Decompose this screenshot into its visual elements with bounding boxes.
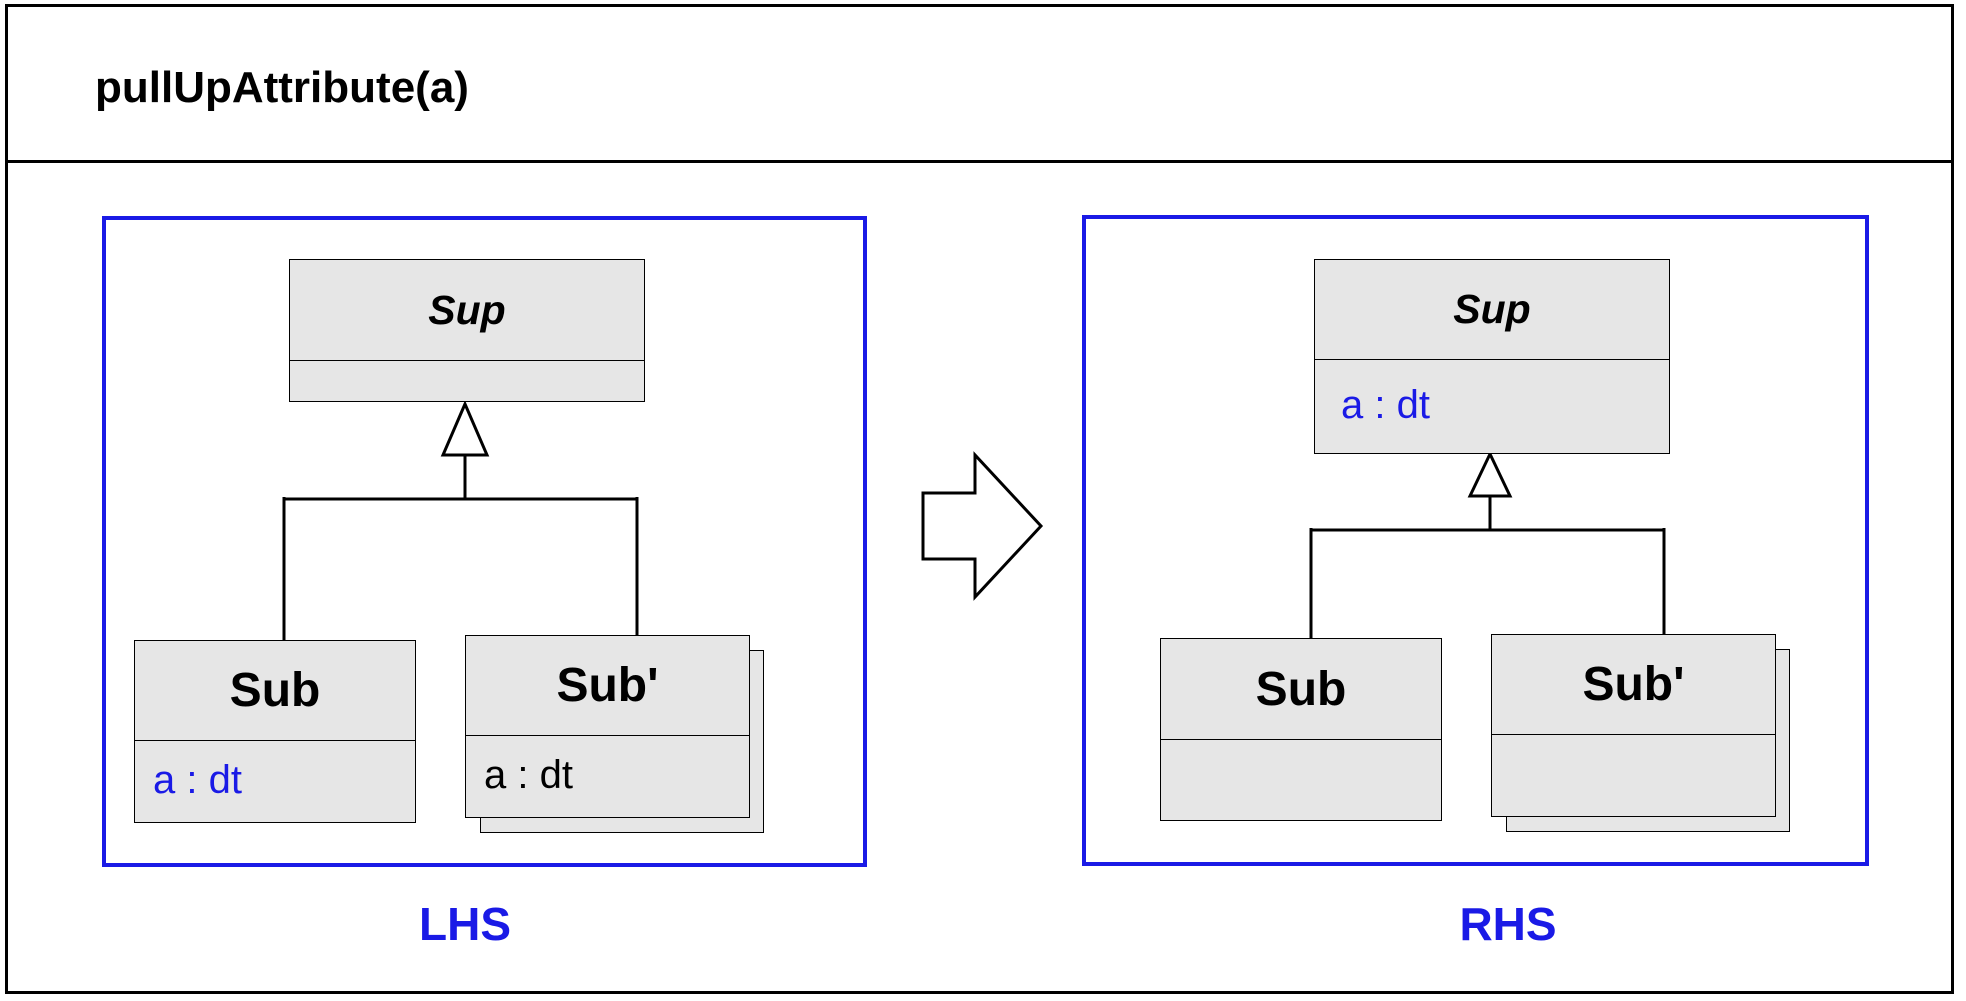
rhs-sub-class: Sub — [1160, 638, 1442, 821]
transformation-arrow-icon — [921, 451, 1044, 601]
lhs-sub-multi-class-attributes: a : dt — [484, 753, 573, 797]
rhs-generalization-arrowhead-icon — [1467, 450, 1513, 498]
lhs-sub-class-name: Sub — [135, 641, 415, 741]
lhs-sub-class-attributes: a : dt — [153, 758, 242, 802]
rhs-sup-class: Sup a : dt — [1314, 259, 1670, 454]
rule-title: pullUpAttribute(a) — [95, 63, 469, 112]
rhs-label: RHS — [1459, 898, 1557, 950]
rhs-sub-multi-class: Sub' — [1491, 634, 1776, 817]
lhs-panel — [102, 216, 867, 867]
lhs-sub-multi-class-name: Sub' — [466, 636, 749, 736]
rhs-panel — [1082, 215, 1869, 866]
rhs-sup-class-attributes: a : dt — [1341, 383, 1430, 427]
rhs-sub-multi-class-name: Sub' — [1492, 635, 1775, 735]
rhs-sub-class-attributes — [1161, 738, 1441, 820]
lhs-generalization-lines — [282, 455, 639, 641]
lhs-sub-multi-class: Sub' a : dt — [465, 635, 750, 818]
rhs-sub-class-name: Sub — [1161, 639, 1441, 740]
lhs-generalization-arrowhead-icon — [440, 400, 490, 457]
rule-header: pullUpAttribute(a) — [8, 7, 1951, 163]
lhs-sup-class: Sup — [289, 259, 645, 402]
lhs-label: LHS — [419, 898, 511, 950]
rhs-generalization-lines — [1309, 496, 1666, 640]
lhs-sup-class-name: Sup — [290, 260, 644, 361]
rhs-sub-multi-class-attributes — [1492, 733, 1775, 816]
rhs-sup-class-name: Sup — [1315, 260, 1669, 360]
lhs-sub-class: Sub a : dt — [134, 640, 416, 823]
rule-frame: pullUpAttribute(a) — [5, 4, 1954, 994]
lhs-sup-class-attributes — [290, 359, 644, 401]
